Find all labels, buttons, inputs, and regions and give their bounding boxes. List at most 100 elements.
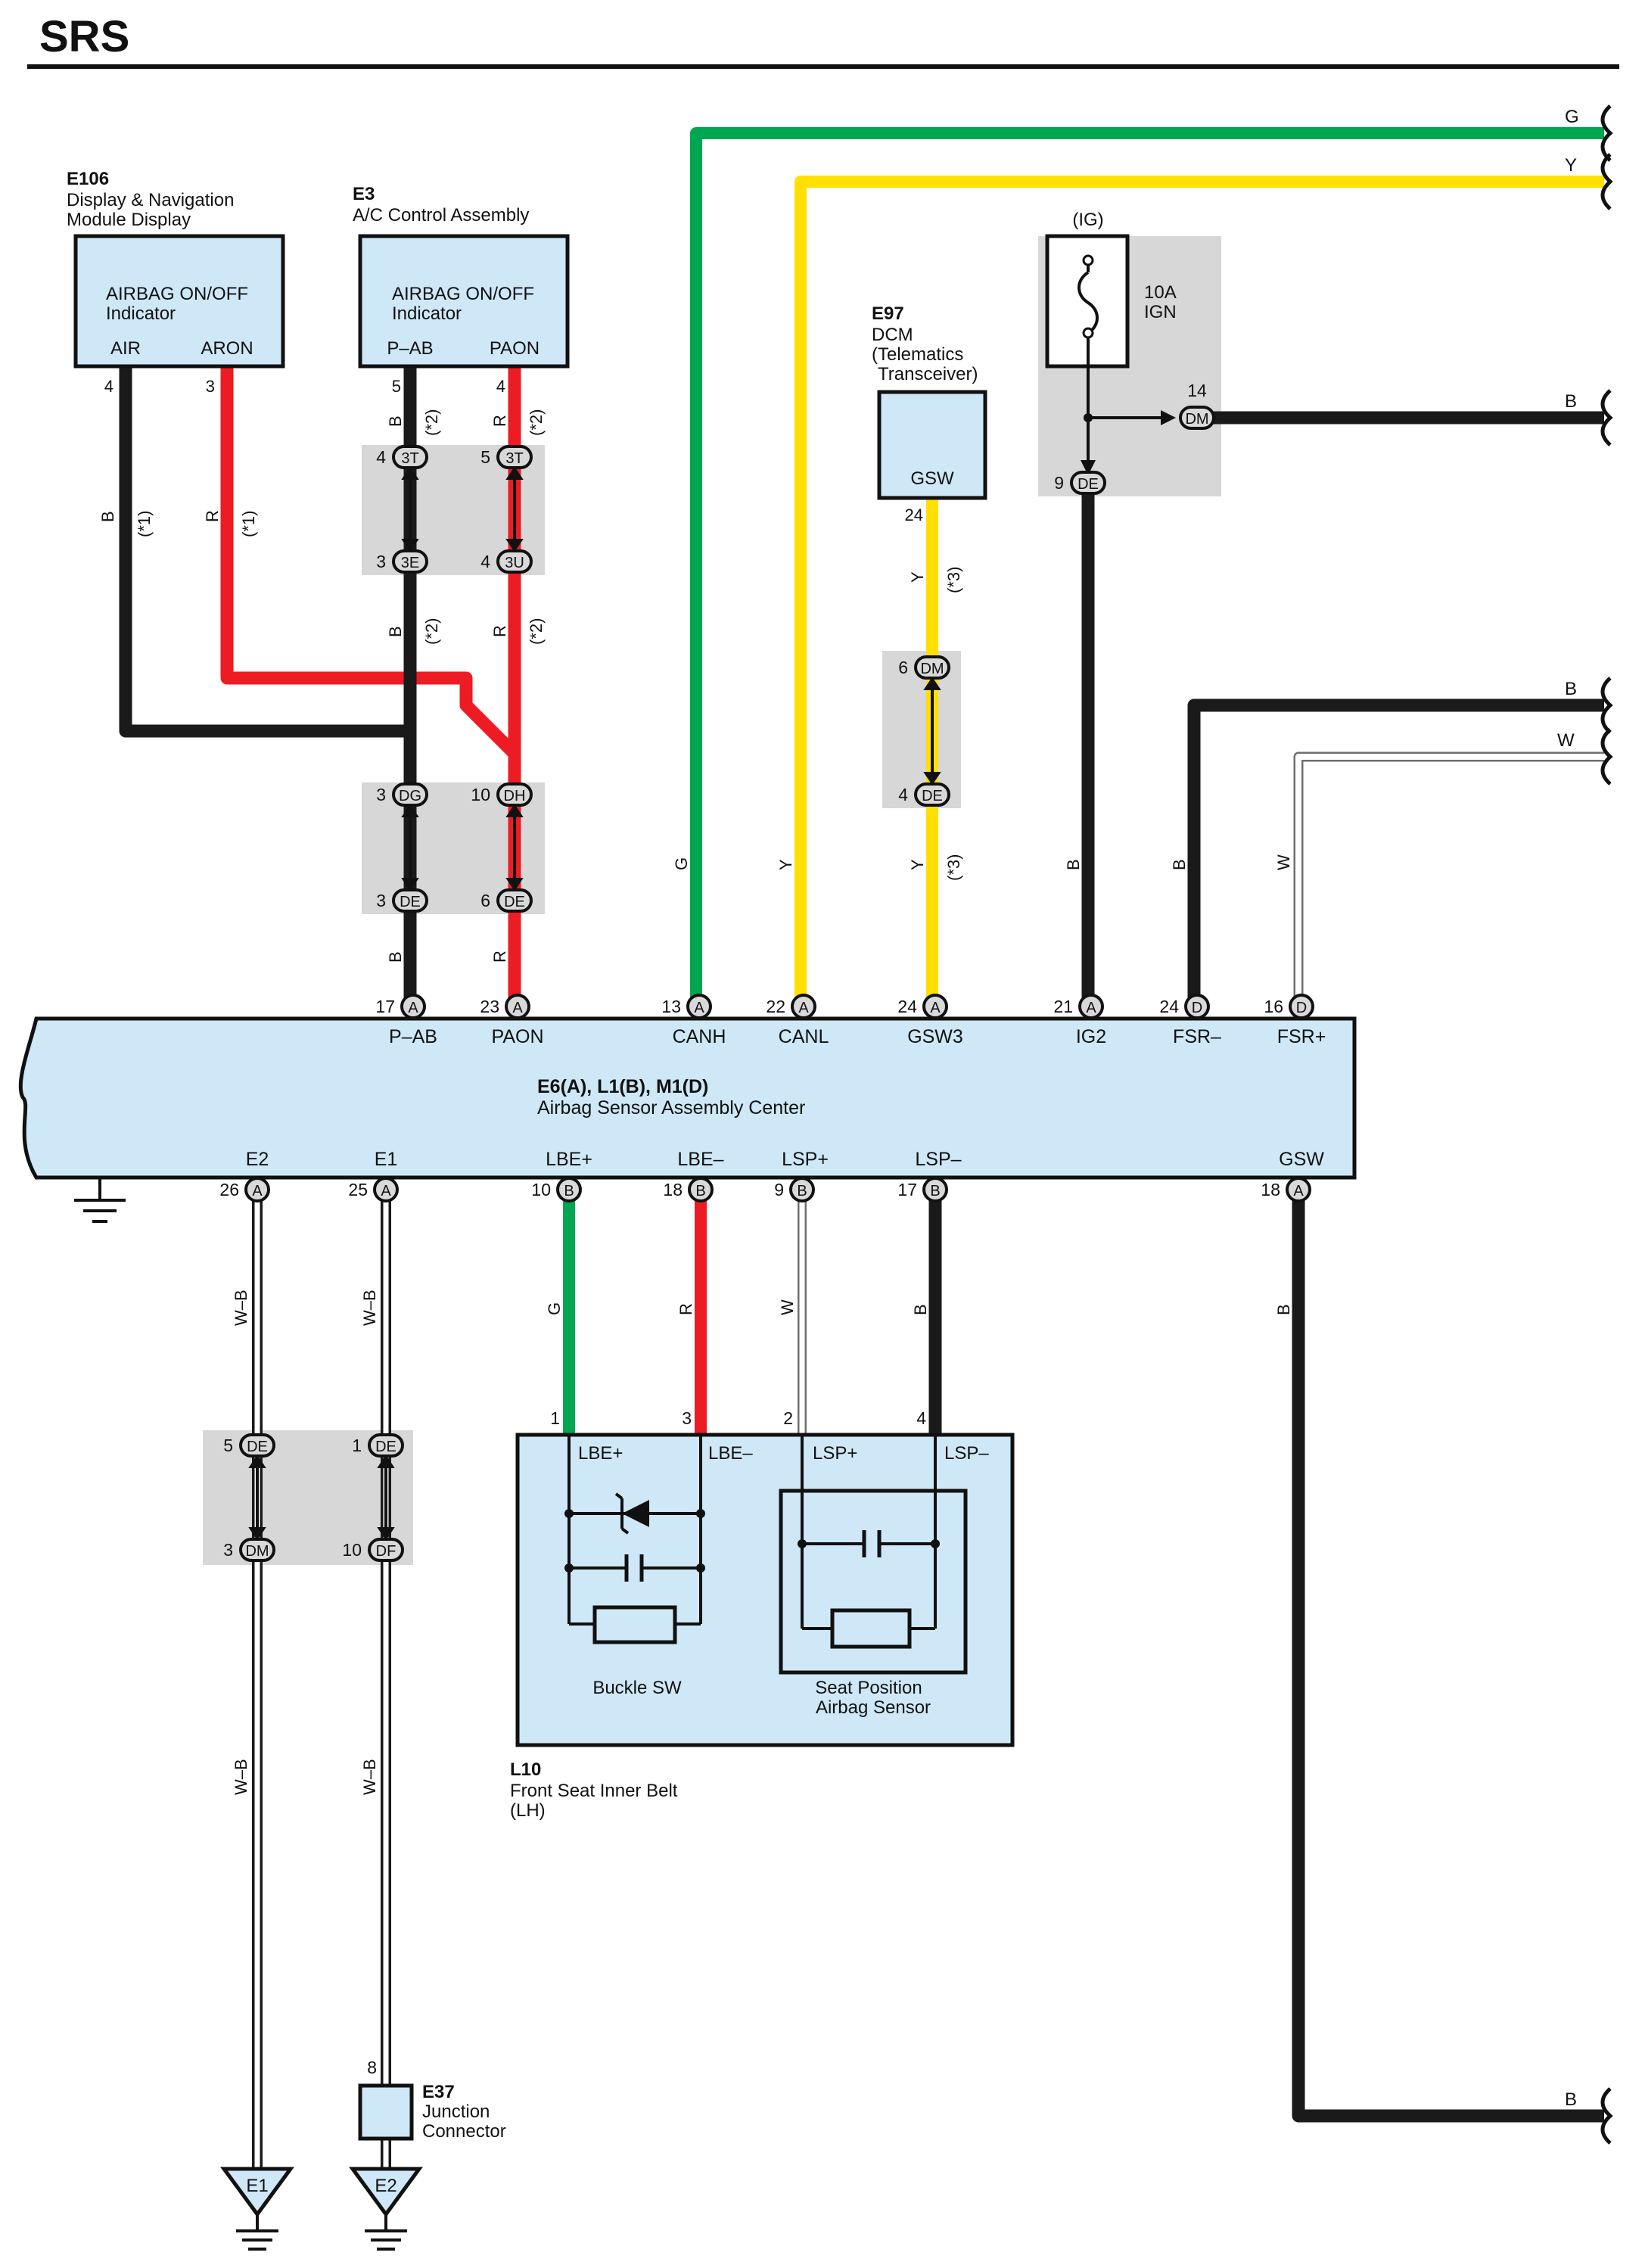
connector-a-18-number: 18 xyxy=(1261,1180,1280,1199)
pin-name-fsr-minus: FSR– xyxy=(1173,1026,1221,1047)
pin-name-pab: P–AB xyxy=(389,1026,437,1047)
label-e97-lower-note: (*3) xyxy=(944,854,963,881)
connector-b-17-number: 17 xyxy=(897,1180,917,1199)
seat-junction-dots xyxy=(798,1539,940,1548)
connector-a-23-number: 23 xyxy=(480,997,499,1016)
e106-pin-air: AIR xyxy=(110,338,141,359)
main-top-pin-names: P–AB PAON CANH CANL GSW3 IG2 FSR– FSR+ xyxy=(389,1026,1326,1047)
zener-diode-bar xyxy=(614,1492,630,1535)
connector-b-17 xyxy=(922,1177,948,1202)
title-rule xyxy=(27,64,1619,69)
label-gsw-color: B xyxy=(1274,1304,1293,1315)
label-e106-aron-note: (*1) xyxy=(239,511,258,537)
seat-sensor-element xyxy=(830,1608,912,1649)
junction-de-fuse-code: DE xyxy=(1077,476,1099,493)
connector-a-23 xyxy=(505,994,530,1019)
e106-pin-aron-number: 3 xyxy=(206,377,215,396)
label-e97-upper-note: (*3) xyxy=(944,567,963,593)
l10-pin-lsp-plus: LSP+ xyxy=(813,1443,857,1464)
junction-de-left-code: DE xyxy=(400,894,421,910)
edge-label-y: Y xyxy=(1565,155,1577,176)
pin-name-e2: E2 xyxy=(246,1149,269,1170)
ground-e2 xyxy=(349,2167,423,2251)
label-e106-air-note: (*1) xyxy=(135,511,154,537)
junction-dh-code: DH xyxy=(504,788,526,804)
main-top-connectors: A 17 A 23 A 13 A 22 A 24 A 21 D 24 D 16 xyxy=(375,994,1314,1019)
junction-de-e97-code: DE xyxy=(922,788,943,804)
e3-ac-control-assembly xyxy=(358,234,570,369)
label-canh-color: G xyxy=(672,857,691,870)
l10-pin-lbe-plus: LBE+ xyxy=(578,1443,623,1464)
l10-name-line2: (LH) xyxy=(510,1800,546,1821)
wire-fsr-plus-white xyxy=(1293,751,1604,999)
e97-dcm-telematics-transceiver xyxy=(877,390,987,500)
edge-label-g: G xyxy=(1565,107,1579,127)
junction-de-e97-number: 4 xyxy=(898,785,908,804)
junction-dm-e97-code: DM xyxy=(920,661,944,677)
connector-d-24 xyxy=(1184,994,1210,1019)
label-e3-pab-mid-color: B xyxy=(386,626,405,637)
label-e3-paon-upper-color: R xyxy=(490,415,509,427)
wire-gsw-black xyxy=(1292,1187,1604,2123)
junction-dm-fuse xyxy=(1179,406,1215,430)
connector-b-18-number: 18 xyxy=(663,1180,683,1199)
e97-name-line1: DCM xyxy=(872,325,913,345)
connector-a-13-number: 13 xyxy=(661,997,681,1016)
label-e3-paon-mid-color: R xyxy=(490,625,509,637)
wire-fsr-plus-white-core xyxy=(1295,754,1604,999)
l10-name-line1: Front Seat Inner Belt xyxy=(510,1781,678,1801)
connector-b-17-letter: B xyxy=(930,1183,940,1199)
junction-3u-code: 3U xyxy=(505,555,524,571)
main-bottom-connectors: A 26 A 25 B 10 B 18 B 9 B 17 A 18 xyxy=(219,1177,1311,1202)
connector-b-10-number: 10 xyxy=(531,1180,551,1199)
e37-name-line1: Junction xyxy=(422,2102,490,2122)
connector-b-18-letter: B xyxy=(695,1183,705,1199)
e37-name-line2: Connector xyxy=(422,2121,506,2142)
label-canl-color: Y xyxy=(776,859,795,870)
junction-de-e1-number: 1 xyxy=(352,1436,362,1455)
junction-dm-e2-code: DM xyxy=(245,1543,269,1560)
connector-a-24-number: 24 xyxy=(897,997,917,1016)
edge-label-b-fsr: B xyxy=(1565,679,1577,699)
e106-indicator-line1: AIRBAG ON/OFF xyxy=(106,284,248,304)
connector-a-26-letter: A xyxy=(252,1183,263,1199)
label-pab-lower-color: B xyxy=(386,951,405,963)
label-e106-aron-color: R xyxy=(203,510,222,522)
connector-a-24-letter: A xyxy=(930,1000,941,1016)
junction-3t-left-code: 3T xyxy=(401,450,418,467)
label-e3-paon-upper-note: (*2) xyxy=(527,409,546,436)
junction-de-right-code: DE xyxy=(504,894,525,910)
connector-d-24-letter: D xyxy=(1192,1000,1202,1016)
label-e97-lower-color: Y xyxy=(908,859,927,870)
junction-df-e1-code: DF xyxy=(376,1543,396,1560)
airbag-sensor-assembly-center xyxy=(18,1016,1357,1180)
pin-name-e1: E1 xyxy=(375,1149,398,1170)
connector-a-21-letter: A xyxy=(1086,1000,1096,1016)
e97-name-line2: (Telematics xyxy=(872,344,963,365)
fuse-rating: 10A xyxy=(1144,282,1177,303)
junction-pills: 3T 4 3T 5 3E 3 3U 4 DG 3 DH 10 DE 3 DE 6… xyxy=(223,381,1215,1562)
e106-name-line2: Module Display xyxy=(67,210,191,230)
connector-a-22 xyxy=(791,994,816,1019)
zener-diode-icon xyxy=(622,1500,649,1527)
label-lsp-minus-color: B xyxy=(911,1304,930,1315)
junction-df-e1-number: 10 xyxy=(342,1540,362,1560)
fuse-ig-label: (IG) xyxy=(1072,210,1103,230)
connector-b-10-letter: B xyxy=(564,1183,574,1199)
edge-wire-labels: G Y B B W B xyxy=(1557,107,1579,2110)
wire-fsr-minus-black xyxy=(1187,698,1604,999)
fuse-icon xyxy=(1077,271,1099,334)
e3-indicator-line1: AIRBAG ON/OFF xyxy=(392,284,534,304)
e3-name: A/C Control Assembly xyxy=(353,205,529,226)
splice-arrows xyxy=(248,466,941,1541)
label-e1-lower-color: W–B xyxy=(360,1759,379,1795)
buckle-junction-dots xyxy=(564,1509,705,1573)
label-fsr-plus-color: W xyxy=(1274,854,1293,870)
label-e3-pab-upper-note: (*2) xyxy=(422,409,441,436)
e37-pin-number: 8 xyxy=(367,2058,377,2077)
pin-name-gsw: GSW xyxy=(1279,1149,1324,1170)
e97-name-line3: Transceiver) xyxy=(878,364,978,384)
main-bottom-pin-names: E2 E1 LBE+ LBE– LSP+ LSP– GSW xyxy=(246,1149,1325,1170)
label-lbe-plus-color: G xyxy=(545,1302,564,1315)
connector-b-18 xyxy=(688,1177,714,1202)
